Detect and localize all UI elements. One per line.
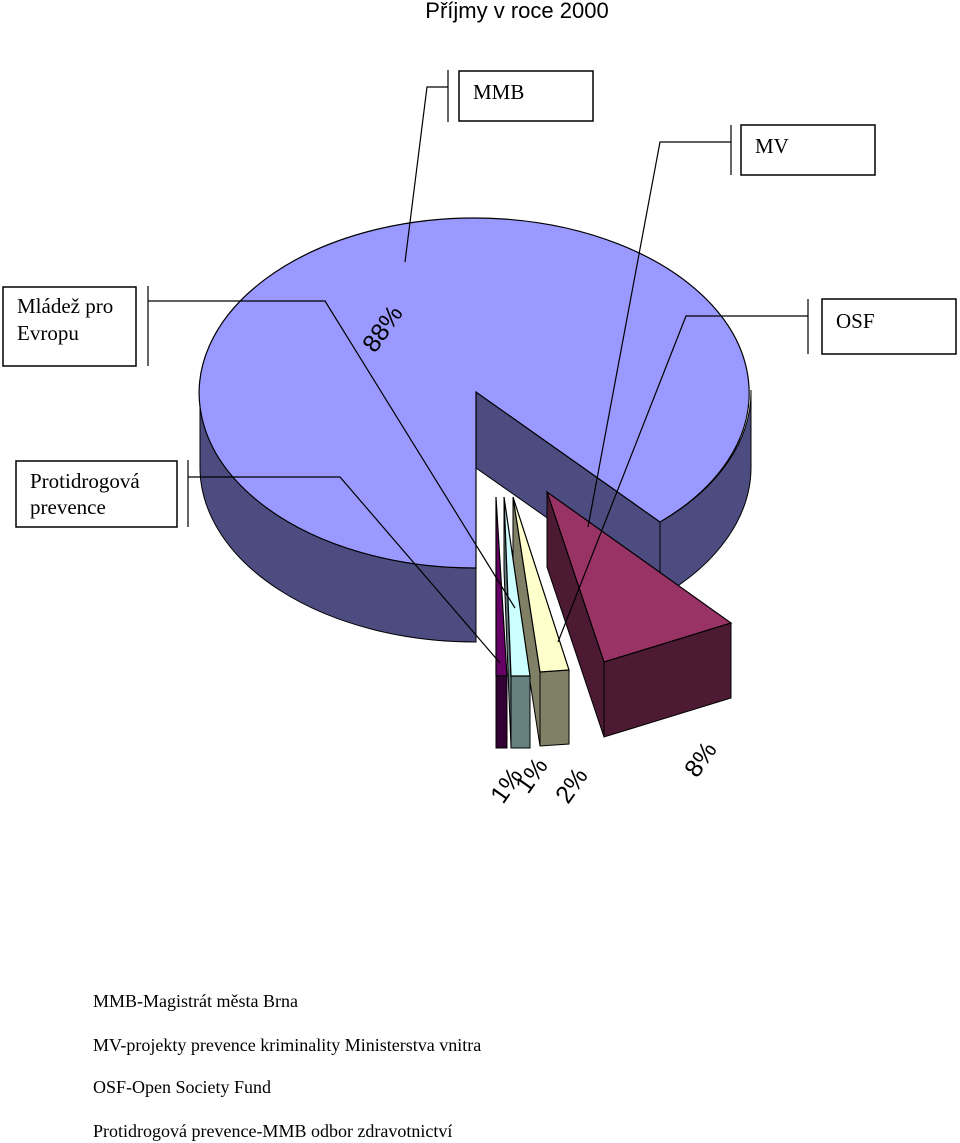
callout-mv: MV	[740, 124, 876, 176]
slice-mmb-top	[198, 217, 750, 569]
slice-osf-front	[539, 669, 570, 747]
leader-protidrog	[187, 460, 501, 664]
slice-mladez	[503, 496, 531, 749]
label-osf-pct: 2%	[550, 763, 594, 809]
callout-mmb-text: MMB	[473, 80, 524, 104]
chart-title: Příjmy v roce 2000	[425, 0, 608, 23]
slice-osf-top	[512, 496, 570, 673]
label-mv-pct: 8%	[679, 737, 723, 783]
callout-mladez: Mládež pro Evropu	[2, 286, 137, 367]
callout-protidrog-text-2: prevence	[30, 495, 106, 519]
callout-protidrog-text-1: Protidrogová	[30, 469, 140, 493]
callout-osf-text: OSF	[836, 309, 875, 333]
slice-mladez-top	[503, 496, 531, 677]
callout-osf: OSF	[821, 298, 957, 355]
legend-note-mv: MV-projekty prevence kriminality Ministe…	[93, 1035, 481, 1055]
leader-mladez	[147, 286, 516, 609]
leader-osf	[557, 299, 809, 643]
callout-mladez-text-2: Evropu	[17, 321, 79, 345]
legend-note-mmb: MMB-Magistrát města Brna	[93, 991, 298, 1011]
callout-mv-text: MV	[755, 134, 789, 158]
leader-mv	[587, 125, 732, 528]
callout-mladez-text-1: Mládež pro	[17, 294, 113, 318]
callout-mmb: MMB	[458, 70, 594, 122]
slice-protidrog-front	[495, 675, 508, 749]
leader-mmb	[404, 70, 449, 263]
legend-note-protidrog: Protidrogová prevence-MMB odbor zdravotn…	[93, 1121, 452, 1141]
callout-protidrog: Protidrogová prevence	[15, 460, 178, 528]
slice-mv-top	[545, 490, 733, 663]
legend-note-osf: OSF-Open Society Fund	[93, 1077, 271, 1097]
slice-mladez-front	[510, 675, 531, 749]
slice-osf	[512, 496, 570, 747]
slice-mv	[545, 490, 733, 738]
